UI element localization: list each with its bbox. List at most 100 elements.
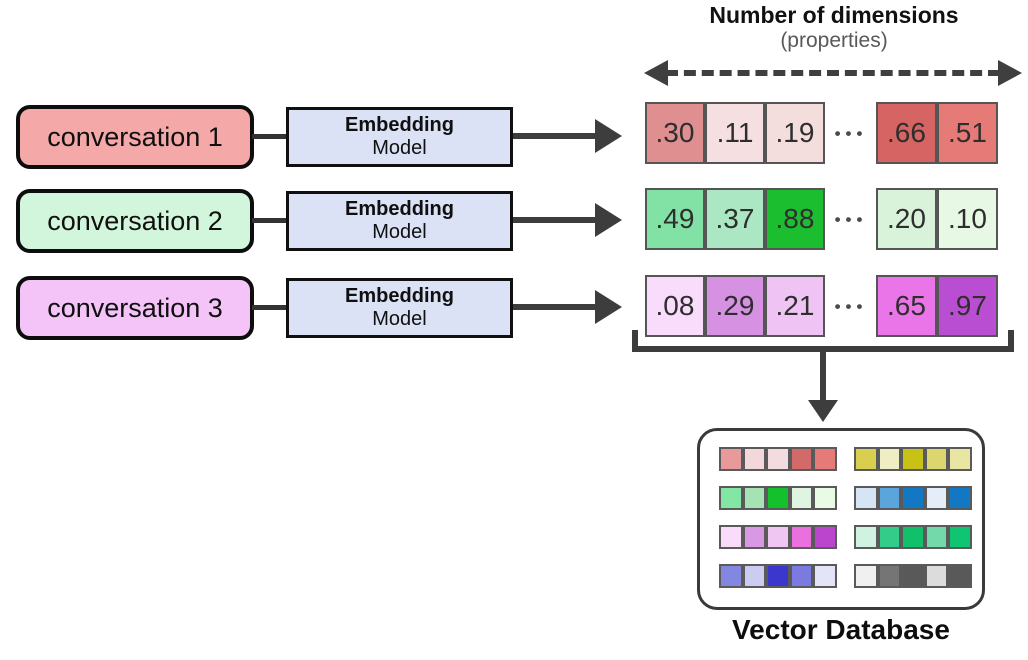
vector-database-label: Vector Database [732, 614, 950, 645]
db-cell [854, 486, 878, 510]
embedding-title: Embedding [345, 114, 454, 136]
vector-cell: .30 [645, 102, 705, 164]
dimensions-title: Number of dimensions [709, 2, 959, 28]
down-arrow-shaft [820, 352, 826, 402]
vector-cell: .21 [765, 275, 825, 337]
db-cell [789, 447, 814, 471]
db-cell [854, 447, 878, 471]
arrow-shaft [513, 217, 595, 223]
conversation-3-label: conversation 3 [47, 292, 223, 323]
db-cell [877, 447, 902, 471]
db-cell [877, 486, 902, 510]
db-cell [877, 564, 902, 588]
embedding-model-box-1: Embedding Model [286, 107, 513, 167]
db-cell [742, 486, 767, 510]
db-vector-blue [854, 486, 972, 510]
db-cell [924, 447, 949, 471]
embedding-subtitle: Model [372, 308, 427, 330]
vector-cell: .10 [937, 188, 998, 250]
db-cell [719, 486, 743, 510]
db-vector-indigo [719, 564, 837, 588]
db-cell [901, 564, 925, 588]
db-cell [901, 447, 925, 471]
down-arrow-head-icon [808, 400, 838, 422]
vector-cell: .11 [705, 102, 765, 164]
embedding-model-box-3: Embedding Model [286, 278, 513, 338]
db-cell [742, 447, 767, 471]
dashed-arrow-left-head-icon [644, 60, 668, 86]
connector-line [252, 305, 288, 310]
db-cell [719, 564, 743, 588]
db-cell [742, 564, 767, 588]
vector-cell: .19 [765, 102, 825, 164]
db-cell [813, 447, 837, 471]
vector-cell: .29 [705, 275, 765, 337]
dimensions-subtitle: (properties) [780, 29, 888, 52]
db-cell [766, 564, 790, 588]
db-cell [948, 564, 972, 588]
vector-row-3-tail: .65 .97 [876, 275, 998, 337]
db-cell [877, 525, 902, 549]
db-cell [948, 447, 972, 471]
vector-cell: .65 [876, 275, 937, 337]
ellipsis-icon: ••• [834, 210, 868, 229]
db-cell [813, 564, 837, 588]
embedding-model-box-2: Embedding Model [286, 191, 513, 251]
vector-cell: .97 [937, 275, 998, 337]
db-cell [719, 525, 743, 549]
conversation-3-box: conversation 3 [16, 276, 254, 340]
db-cell [789, 486, 814, 510]
db-cell [924, 525, 949, 549]
vector-row-1-head: .30 .11 .19 [645, 102, 825, 164]
db-cell [813, 525, 837, 549]
conversation-1-box: conversation 1 [16, 105, 254, 169]
vector-cell: .88 [765, 188, 825, 250]
vector-row-2-head: .49 .37 .88 [645, 188, 825, 250]
embedding-title: Embedding [345, 285, 454, 307]
db-vector-red [719, 447, 837, 471]
conversation-2-label: conversation 2 [47, 205, 223, 236]
db-vector-gray [854, 564, 972, 588]
db-cell [766, 525, 790, 549]
dashed-arrow-line [666, 70, 1000, 76]
arrow-shaft [513, 133, 595, 139]
db-cell [924, 564, 949, 588]
db-cell [901, 525, 925, 549]
ellipsis-icon: ••• [834, 124, 868, 143]
db-cell [789, 525, 814, 549]
db-cell [719, 447, 743, 471]
vector-database-box [697, 428, 985, 610]
db-vector-yellow [854, 447, 972, 471]
vector-cell: .37 [705, 188, 765, 250]
vector-cell: .49 [645, 188, 705, 250]
ellipsis-icon: ••• [834, 297, 868, 316]
vector-row-3-head: .08 .29 .21 [645, 275, 825, 337]
vector-row-1-tail: .66 .51 [876, 102, 998, 164]
embedding-subtitle: Model [372, 137, 427, 159]
db-cell [901, 486, 925, 510]
grouping-bracket [632, 330, 1014, 352]
connector-line [252, 218, 288, 223]
db-cell [813, 486, 837, 510]
arrow-shaft [513, 304, 595, 310]
db-cell [854, 564, 878, 588]
arrow-head-icon [595, 119, 622, 153]
vector-cell: .20 [876, 188, 937, 250]
vector-cell: .66 [876, 102, 937, 164]
db-cell [948, 486, 972, 510]
db-vector-emerald [854, 525, 972, 549]
vector-row-2-tail: .20 .10 [876, 188, 998, 250]
conversation-2-box: conversation 2 [16, 189, 254, 253]
db-vector-green [719, 486, 837, 510]
db-cell [789, 564, 814, 588]
db-cell [766, 447, 790, 471]
embedding-subtitle: Model [372, 221, 427, 243]
connector-line [252, 134, 288, 139]
conversation-1-label: conversation 1 [47, 121, 223, 152]
db-cell [766, 486, 790, 510]
dashed-arrow-right-head-icon [998, 60, 1022, 86]
vector-cell: .08 [645, 275, 705, 337]
vector-cell: .51 [937, 102, 998, 164]
db-cell [948, 525, 972, 549]
